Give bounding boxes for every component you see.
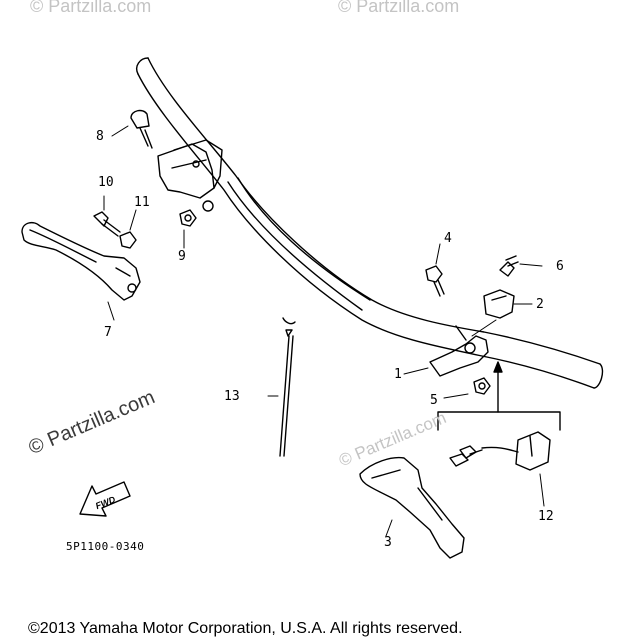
fwd-arrow: FWD	[79, 481, 131, 517]
callout-2: 2	[536, 297, 544, 312]
handlebar	[136, 57, 604, 389]
diagram-code: 5P1100-0340	[66, 540, 145, 553]
fwd-label: FWD	[94, 494, 117, 511]
nut-11	[119, 209, 137, 249]
master-cylinder-holder	[157, 139, 223, 212]
callout-4: 4	[444, 231, 452, 246]
clamp-2	[483, 289, 533, 319]
callout-6: 6	[556, 259, 564, 274]
bolt-4	[425, 243, 445, 297]
copyright-footer: ©2013 Yamaha Motor Corporation, U.S.A. A…	[28, 620, 463, 637]
lever-3	[359, 456, 465, 559]
callout-1: 1	[394, 367, 402, 382]
watermark-top-left: © Partzilla.com	[30, 0, 152, 16]
callout-7: 7	[104, 325, 112, 340]
lever-7	[21, 221, 141, 321]
watermark-top-right: © Partzilla.com	[338, 0, 460, 16]
bolt-6	[499, 255, 543, 277]
callout-9: 9	[178, 249, 186, 264]
switch-12	[449, 431, 551, 507]
callout-8: 8	[96, 129, 104, 144]
bracket-1	[403, 325, 489, 377]
nut-5	[443, 377, 491, 399]
cable-13	[267, 317, 296, 457]
callout-3: 3	[384, 535, 392, 550]
callout-12: 12	[538, 509, 554, 524]
callout-11: 11	[134, 195, 150, 210]
nut-9	[179, 209, 197, 249]
callout-5: 5	[430, 393, 438, 408]
callout-10: 10	[98, 175, 114, 190]
assembly-arrow	[437, 361, 561, 431]
callout-13: 13	[224, 389, 240, 404]
bolt-10	[93, 195, 121, 237]
bolt-8	[111, 109, 153, 149]
